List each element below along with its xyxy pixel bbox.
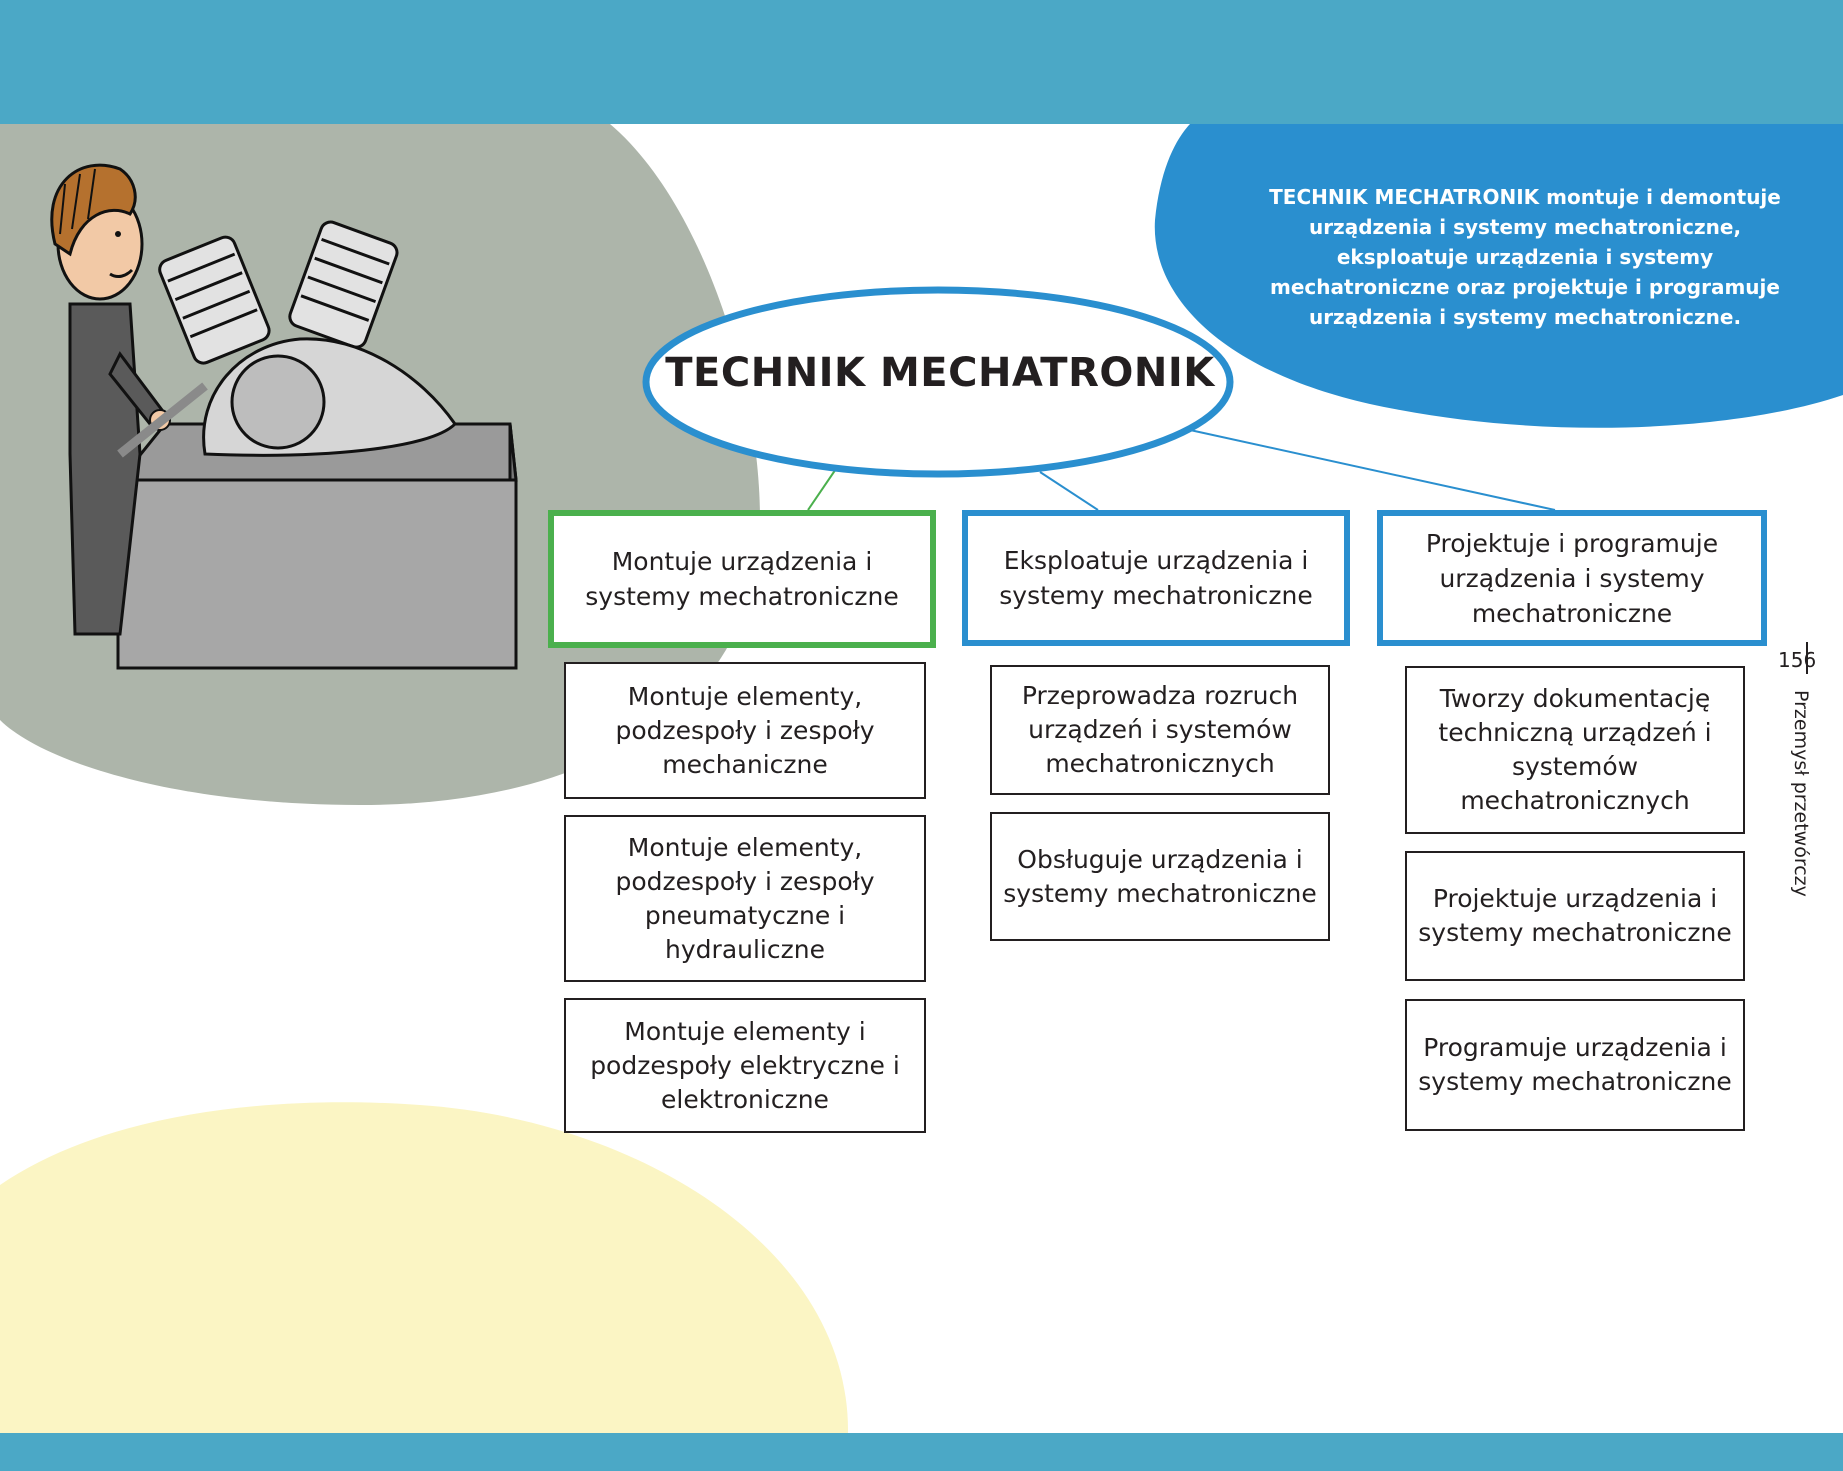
column-heading-projektuje: Projektuje i programuje urządzenia i sys… [1377,510,1767,646]
description-text: TECHNIK MECHATRONIK montuje i demontuje … [1245,182,1805,332]
task-box: Montuje elementy, podzespoły i zespoły p… [564,815,926,982]
task-box: Projektuje urządzenia i systemy mechatro… [1405,851,1745,981]
column-heading-eksploatuje: Eksploatuje urządzenia i systemy mechatr… [962,510,1350,646]
task-box: Przeprowadza rozruch urządzeń i systemów… [990,665,1330,795]
top-color-band [0,0,1843,124]
page-number: 156 [1778,648,1817,672]
blue-blob [1154,124,1843,428]
description-body: montuje i demontuje urządzenia i systemy… [1270,185,1781,329]
title-ellipse [642,286,1234,478]
column-heading-montuje: Montuje urządzenia i systemy mechatronic… [548,510,936,648]
diagram-title: TECHNIK MECHATRONIK [665,350,1215,396]
task-box: Montuje elementy i podzespoły elektryczn… [564,998,926,1133]
description-lead: TECHNIK MECHATRONIK [1269,185,1540,209]
task-box: Programuje urządzenia i systemy mechatro… [1405,999,1745,1131]
task-box: Obsługuje urządzenia i systemy mechatron… [990,812,1330,941]
connector-line-3 [1189,429,1556,511]
bottom-color-band [0,1433,1843,1471]
yellow-blob [0,1102,849,1433]
task-box: Tworzy dokumentację techniczną urządzeń … [1405,666,1745,834]
mechatronic-worker-illustration [50,163,518,670]
page-number-rule [1806,642,1808,674]
section-label: Przemysł przetwórczy [1790,690,1812,897]
connector-line-2 [1039,471,1099,511]
task-box: Montuje elementy, podzespoły i zespoły m… [564,662,926,799]
